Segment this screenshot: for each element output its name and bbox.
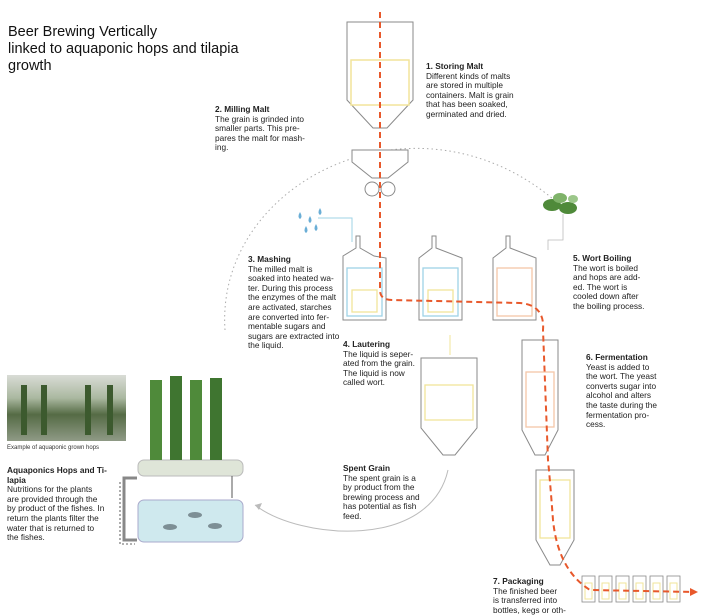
step-line: The grain is grinded into <box>215 113 305 124</box>
step-line: has potential as fish <box>343 501 417 512</box>
step-line: the fishes. <box>7 532 45 543</box>
fermentation-tank <box>521 339 559 456</box>
step-heading: 3. Mashing <box>248 254 291 264</box>
water-drops-icon <box>298 208 322 233</box>
circulation-loop <box>122 476 137 542</box>
photo-plant-row <box>107 385 113 435</box>
step-line: cess. <box>586 419 606 430</box>
step-line: Different kinds of malts <box>426 70 511 81</box>
step-line: The liquid is seper- <box>343 348 414 359</box>
step-line: smaller parts. This pre- <box>215 123 300 134</box>
fish-tank <box>137 499 244 543</box>
step-line: by product of the fishes. In <box>7 503 105 514</box>
step-line: the taste during the <box>586 399 658 410</box>
circulation-dashes <box>119 482 135 545</box>
step-line: The wort is boiled <box>573 262 639 273</box>
step-fermentation: 6. Fermentation Yeast is added to the wo… <box>586 352 691 430</box>
step-line: sugars are extracted into <box>248 330 340 341</box>
step-line: cooled down after <box>573 291 639 302</box>
boil-kettle <box>492 235 537 321</box>
spent-grain-vessel <box>420 357 478 456</box>
step-line: alcohol and alters <box>586 390 652 401</box>
step-line: The milled malt is <box>248 263 313 274</box>
step-heading: 2. Milling Malt <box>215 104 270 114</box>
water-pipe <box>318 217 353 242</box>
diagram-title: Beer Brewing Vertically linked to aquapo… <box>8 24 308 75</box>
aquaponics-description: Aquaponics Hops and Ti- lapia Nutritions… <box>7 465 125 543</box>
step-line: bottles, kegs or oth- <box>493 604 566 615</box>
step-line: Nutritions for the plants <box>7 484 93 495</box>
photo-caption: Example of aquaponic grown hops <box>7 445 100 451</box>
photo-plant-row <box>85 385 91 435</box>
hop-plants <box>137 376 244 477</box>
step-line: germinated and dried. <box>426 108 507 119</box>
step-packaging: 7. Packaging The finished beer is transf… <box>493 576 583 615</box>
lauter-tank <box>418 235 463 321</box>
step-line: ing. <box>215 142 229 153</box>
step-line: return the plants filter the <box>7 512 99 523</box>
step-line: by product from the <box>343 482 415 493</box>
step-line: containers. Malt is grain <box>426 89 514 100</box>
step-spent-grain: Spent Grain The spent grain is a by prod… <box>343 463 433 522</box>
step-line: that has been soaked, <box>426 99 508 110</box>
step-line: are activated, starches <box>248 301 332 312</box>
step-line: and hops are add- <box>573 272 641 283</box>
process-flow-line <box>379 12 696 593</box>
step-heading: 5. Wort Boiling <box>573 253 632 263</box>
mash-tank <box>342 235 387 321</box>
title-line: Beer Brewing Vertically <box>8 24 158 40</box>
step-mashing: 3. Mashing The milled malt is soaked int… <box>248 254 348 351</box>
step-line: fermentation pro- <box>586 409 650 420</box>
step-line: the liquid. <box>248 340 284 351</box>
step-heading: 1. Storing Malt <box>426 61 484 71</box>
step-line: ed. The wort is <box>573 281 628 292</box>
step-line: Yeast is added to <box>586 361 650 372</box>
step-line: converts sugar into <box>586 380 657 391</box>
step-line: ter. During this process <box>248 282 333 293</box>
aquaponics-heading-line: lapia <box>7 474 26 485</box>
step-line: the enzymes of the malt <box>248 292 337 303</box>
spent-grain-to-fish-arc <box>254 469 449 532</box>
step-line: The finished beer <box>493 585 558 596</box>
hops-pipe <box>547 214 564 250</box>
spent-grain-arrowhead <box>255 503 262 510</box>
step-line: the boiling process. <box>573 300 645 311</box>
step-line: is transferred into <box>493 595 558 606</box>
step-line: soaked into heated wa- <box>248 273 334 284</box>
step-line: the wort. The yeast <box>586 371 657 382</box>
step-line: are stored in multiple <box>426 80 504 91</box>
step-line: The spent grain is a <box>343 472 416 483</box>
aquaponics-heading-line: Aquaponics Hops and Ti- <box>7 465 107 475</box>
photo-plant-row <box>21 385 27 435</box>
milling-to-boiling-arc <box>224 148 561 331</box>
step-heading: 4. Lautering <box>343 339 391 349</box>
step-heading: 6. Fermentation <box>586 352 648 362</box>
step-line: are converted into fer- <box>248 311 330 322</box>
title-line: linked to aquaponic hops and tilapia <box>8 41 239 57</box>
title-line: growth <box>8 58 52 74</box>
step-milling-malt: 2. Milling Malt The grain is grinded int… <box>215 104 335 153</box>
step-line: water that is returned to <box>7 522 95 533</box>
step-line: called wort. <box>343 377 385 388</box>
step-line: mentable sugars and <box>248 321 326 332</box>
step-wort-boiling: 5. Wort Boiling The wort is boiled and h… <box>573 253 683 312</box>
conditioning-tank <box>535 469 575 566</box>
photo-plant-row <box>41 385 47 435</box>
step-line: feed. <box>343 510 362 521</box>
bottles <box>581 575 681 603</box>
step-heading: 7. Packaging <box>493 576 544 586</box>
flow-arrowhead <box>690 588 698 596</box>
step-storing-malt: 1. Storing Malt Different kinds of malts… <box>426 61 546 120</box>
step-line: pares the malt for mash- <box>215 132 305 143</box>
step-heading: Spent Grain <box>343 463 391 473</box>
step-line: The liquid is now <box>343 367 405 378</box>
step-line: ated from the grain. <box>343 358 415 369</box>
step-lautering: 4. Lautering The liquid is seper- ated f… <box>343 339 433 388</box>
aquaponic-hops-photo <box>7 375 126 441</box>
step-line: brewing process and <box>343 491 420 502</box>
hops-icon <box>543 193 578 214</box>
step-line: are provided through the <box>7 493 98 504</box>
